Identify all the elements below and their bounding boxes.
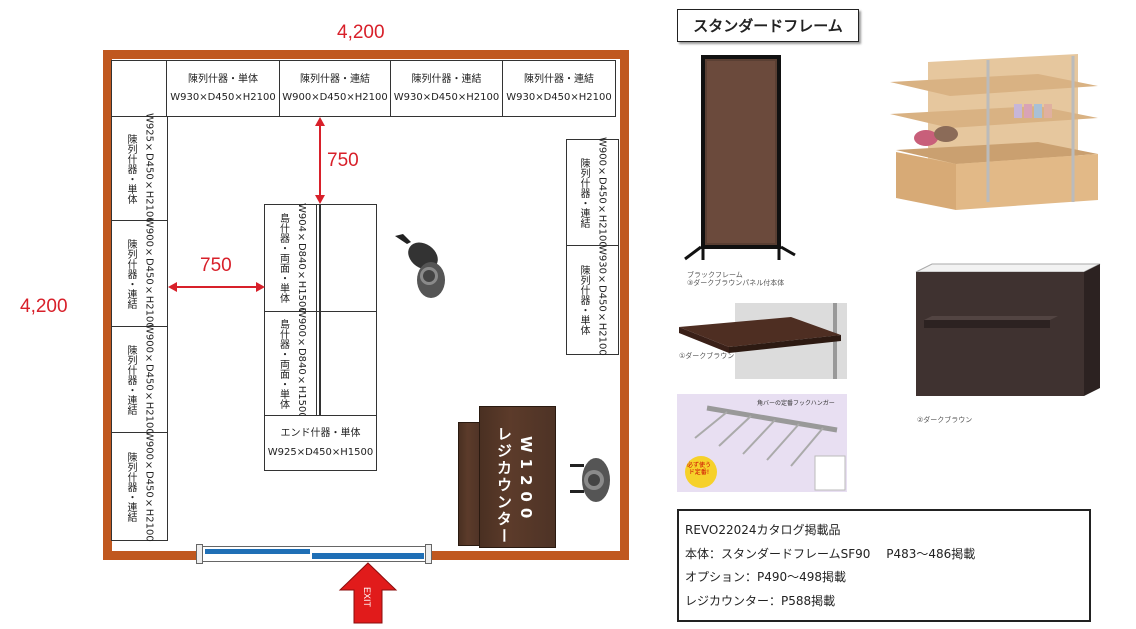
fixture-size: W930×D450×H2100 [393,92,500,103]
fixture-size: W930×D450×H2100 [506,92,612,103]
arrow-left-icon [168,282,177,292]
dim-line-vertical [319,123,321,197]
fixture-end[interactable]: エンド什器・単体 W925×D450×H1500 [264,415,377,471]
fixture-name: 島什器・両面・単体 [277,213,289,303]
fixture-name: エンド什器・単体 [280,428,361,439]
hanger-badge: 必ず使うド定番! [686,462,711,477]
info-line: REVO22024カタログ掲載品 [685,523,841,537]
fixture-name: 陳列什器・連結 [300,73,370,85]
register-counter[interactable] [479,406,556,548]
door-post-right [425,544,432,564]
info-line: オプション：P490～498掲載 [685,570,847,584]
info-line: 本体：スタンダードフレームSF90 P483～486掲載 [685,546,976,561]
dim-line-horizontal [176,286,258,288]
fixture-size: W904×D840×H1500 [296,202,307,314]
info-line: レジカウンター：P588掲載 [685,593,836,608]
fixture-size: W900×D450×H2100 [143,218,155,329]
panel-title: スタンダードフレーム [677,9,859,42]
exit-arrow-icon[interactable] [338,562,398,624]
door-panel-right[interactable] [312,553,424,559]
fixture-left-1[interactable]: 陳列什器・単体 W925×D450×H2100 [111,113,168,224]
shelf-board-image [679,303,847,379]
fixture-size: W900×D450×H2100 [596,137,608,248]
person-icon [570,458,610,502]
register-label: レジカウンター [495,426,513,545]
fixture-size: W900×D840×H1500 [296,308,307,419]
person-icon [395,234,445,298]
fixture-name: 陳列什器・連結 [125,344,136,415]
fixture-name: 陳列什器・連結 [125,451,136,522]
room-width-label: 4,200 [337,22,385,43]
fixture-name: 陳列什器・連結 [524,73,594,85]
fixture-name: 陳列什器・連結 [411,73,482,85]
fixture-size: W925×D450×H2100 [143,113,155,224]
fixture-size: W900×D450×H2100 [282,92,388,103]
catalog-info-box: REVO22024カタログ掲載品 本体：スタンダードフレームSF90 P483～… [677,509,1091,622]
fixture-right-2[interactable]: 陳列什器・単体 W930×D450×H2100 [566,245,619,355]
fixture-right-1[interactable]: 陳列什器・連結 W900×D450×H2100 [566,137,619,248]
frame-panel-image [684,55,796,261]
fixture-top-2[interactable]: 陳列什器・連結 W900×D450×H2100 [279,60,391,117]
dim-top-gap: 750 [327,150,359,171]
door-post-left [196,544,203,564]
fixture-left-2[interactable]: 陳列什器・連結 W900×D450×H2100 [111,218,168,329]
counter-caption: ②ダークブラウン [917,416,973,424]
fixture-name: 陳列什器・連結 [578,157,589,228]
counter-image [915,263,1101,396]
arrow-up-icon [315,117,325,126]
exit-label: EXIT [362,587,372,608]
room-depth-label: 4,200 [20,296,68,317]
arrow-right-icon [256,282,265,292]
island-divider [316,204,321,312]
fixture-top-4[interactable]: 陳列什器・連結 W930×D450×H2100 [502,60,616,117]
shelf-caption: ①ダークブラウン [679,352,735,360]
wood-shelf-image [890,54,1098,210]
fixture-left-3[interactable]: 陳列什器・連結 W900×D450×H2100 [111,324,168,435]
arrow-down-icon [315,195,325,204]
frame-caption: ブラックフレーム ③ダークブラウンパネル付本体 [687,271,785,288]
register-width: W1200 [517,436,535,525]
hanger-title: 角バーの定番フックハンガー [757,400,835,407]
fixture-name: 島什器・両面・単体 [277,318,289,409]
hook-hanger-image [677,394,847,492]
fixture-size: W925×D450×H1500 [267,446,374,458]
fixture-name: 陳列什器・単体 [578,265,589,335]
fixture-top-3[interactable]: 陳列什器・連結 W930×D450×H2100 [390,60,503,117]
dim-left-gap: 750 [200,255,232,276]
fixture-name: 陳列什器・単体 [125,133,136,204]
door-panel-left[interactable] [205,549,310,554]
fixture-size: W930×D450×H2100 [596,244,608,356]
fixture-size: W900×D450×H2100 [143,324,155,435]
fixture-left-4[interactable]: 陳列什器・連結 W900×D450×H2100 [111,431,168,542]
fixture-size: W930×D450×H2100 [170,92,276,103]
fixture-name: 陳列什器・単体 [188,73,258,85]
corner-cell [111,60,167,117]
fixture-top-1[interactable]: 陳列什器・単体 W930×D450×H2100 [166,60,280,117]
fixture-size: W900×D450×H2100 [143,431,155,542]
fixture-name: 陳列什器・連結 [125,238,136,309]
island-divider [316,311,321,416]
